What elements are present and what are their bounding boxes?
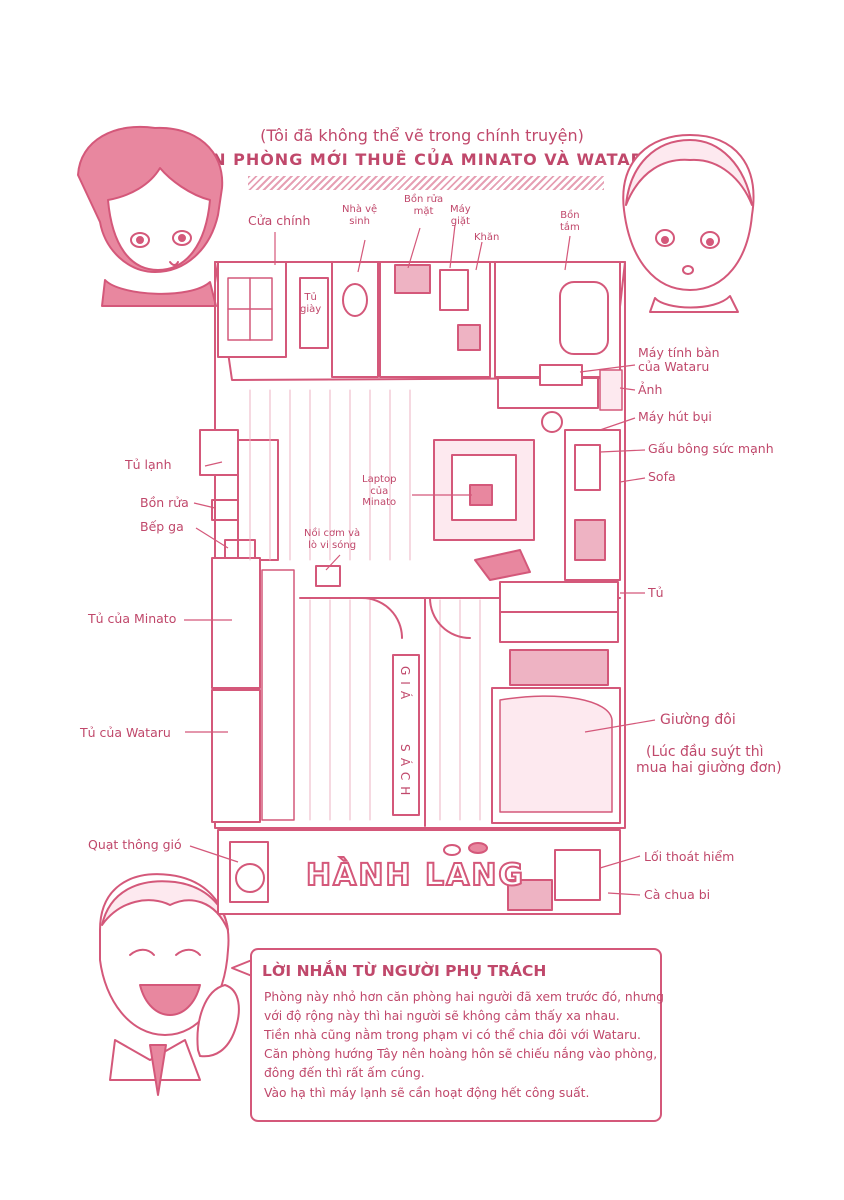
label-laptop: Laptop của Minato — [362, 474, 396, 509]
label-rice-cooker-line2: lò vi sóng — [308, 539, 357, 551]
label-washbasin-line1: Bồn rửa — [404, 194, 444, 205]
title-subtitle: (Tôi đã không thể vẽ trong chính truyện) — [260, 126, 584, 145]
message-line-1: Phòng này nhỏ hơn căn phòng hai người đã… — [264, 990, 664, 1004]
minato-character-icon — [77, 125, 224, 307]
label-toilet: Nhà vệ sinh — [342, 204, 377, 227]
label-desktop-pc-line1: Máy tính bàn — [638, 345, 720, 360]
label-bed-note-line1: (Lúc đầu suýt thì — [646, 744, 764, 760]
label-minato-wardrobe: Tủ của Minato — [88, 611, 177, 626]
label-bed-note-line2: mua hai giường đơn) — [636, 760, 782, 777]
message-line-5: đông đến thì rất ấm cúng. — [264, 1066, 425, 1080]
label-washing-machine-line1: Máy — [450, 204, 471, 215]
label-main-door: Cửa chính — [248, 213, 311, 228]
label-rice-cooker: Nồi cơm và lò vi sóng — [304, 528, 360, 551]
label-bathtub-line2: tắm — [560, 221, 580, 233]
corridor-label: HÀNH LANG — [305, 857, 526, 894]
message-title: LỜI NHẮN TỪ NGƯỜI PHỤ TRÁCH — [262, 962, 547, 980]
label-bathtub: Bồn tắm — [560, 210, 580, 233]
label-shoe-cabinet: Tủ giày — [300, 292, 321, 315]
label-washing-machine-line2: giặt — [450, 215, 470, 227]
page-title: CĂN PHÒNG MỚI THUÊ CỦA MINATO VÀ WATARU — [186, 150, 658, 169]
label-desktop-pc-line2: của Wataru — [638, 359, 710, 375]
label-bathtub-line1: Bồn — [560, 210, 580, 221]
message-box — [250, 948, 662, 1122]
label-wataru-wardrobe: Tủ của Wataru — [80, 725, 171, 740]
label-towel: Khăn — [474, 232, 500, 243]
label-fridge: Tủ lạnh — [125, 457, 172, 472]
message-line-6: Vào hạ thì máy lạnh sẽ cần hoạt động hết… — [264, 1086, 590, 1100]
message-line-3: Tiền nhà cũng nằm trong phạm vi có thể c… — [264, 1028, 641, 1042]
message-line-2: với độ rộng này thì hai người sẽ không c… — [264, 1009, 620, 1023]
label-laptop-line2: của — [370, 485, 389, 497]
label-washing-machine: Máy giặt — [450, 204, 471, 227]
label-teddy-bear: Gấu bông sức mạnh — [648, 441, 774, 456]
label-bed-note: (Lúc đầu suýt thì mua hai giường đơn) — [636, 744, 782, 776]
label-gas-stove: Bếp ga — [140, 519, 184, 534]
label-bookshelf-top: GIÁ — [398, 666, 412, 706]
label-laptop-line1: Laptop — [362, 474, 397, 485]
label-cherry-tomato: Cà chua bi — [644, 887, 711, 902]
label-sofa: Sofa — [648, 469, 676, 484]
label-ventilation-fan: Quạt thông gió — [88, 837, 182, 852]
wataru-character-icon — [622, 134, 755, 313]
label-bookshelf-bottom: SÁCH — [398, 744, 412, 802]
label-desktop-pc: Máy tính bàn của Wataru — [638, 345, 720, 375]
label-shoe-cabinet-line2: giày — [300, 303, 322, 315]
manager-character-icon — [99, 873, 240, 1096]
label-rice-cooker-line1: Nồi cơm và — [304, 528, 361, 539]
label-cabinet: Tủ — [648, 585, 664, 600]
label-vacuum: Máy hút bụi — [638, 409, 712, 424]
label-sink: Bồn rửa — [140, 495, 189, 510]
title-underline-stripe — [248, 176, 604, 190]
label-washbasin-line2: mặt — [413, 205, 434, 217]
label-laptop-line3: Minato — [362, 497, 397, 508]
label-washbasin: Bồn rửa mặt — [404, 194, 443, 217]
label-toilet-line2: sinh — [349, 215, 370, 227]
label-shoe-cabinet-line1: Tủ — [304, 292, 317, 303]
label-toilet-line1: Nhà vệ — [342, 204, 378, 215]
label-emergency-exit: Lối thoát hiểm — [644, 849, 735, 864]
message-line-4: Căn phòng hướng Tây nên hoàng hôn sẽ chi… — [264, 1047, 658, 1061]
label-double-bed: Giường đôi — [660, 712, 736, 728]
label-photos: Ảnh — [638, 382, 663, 397]
